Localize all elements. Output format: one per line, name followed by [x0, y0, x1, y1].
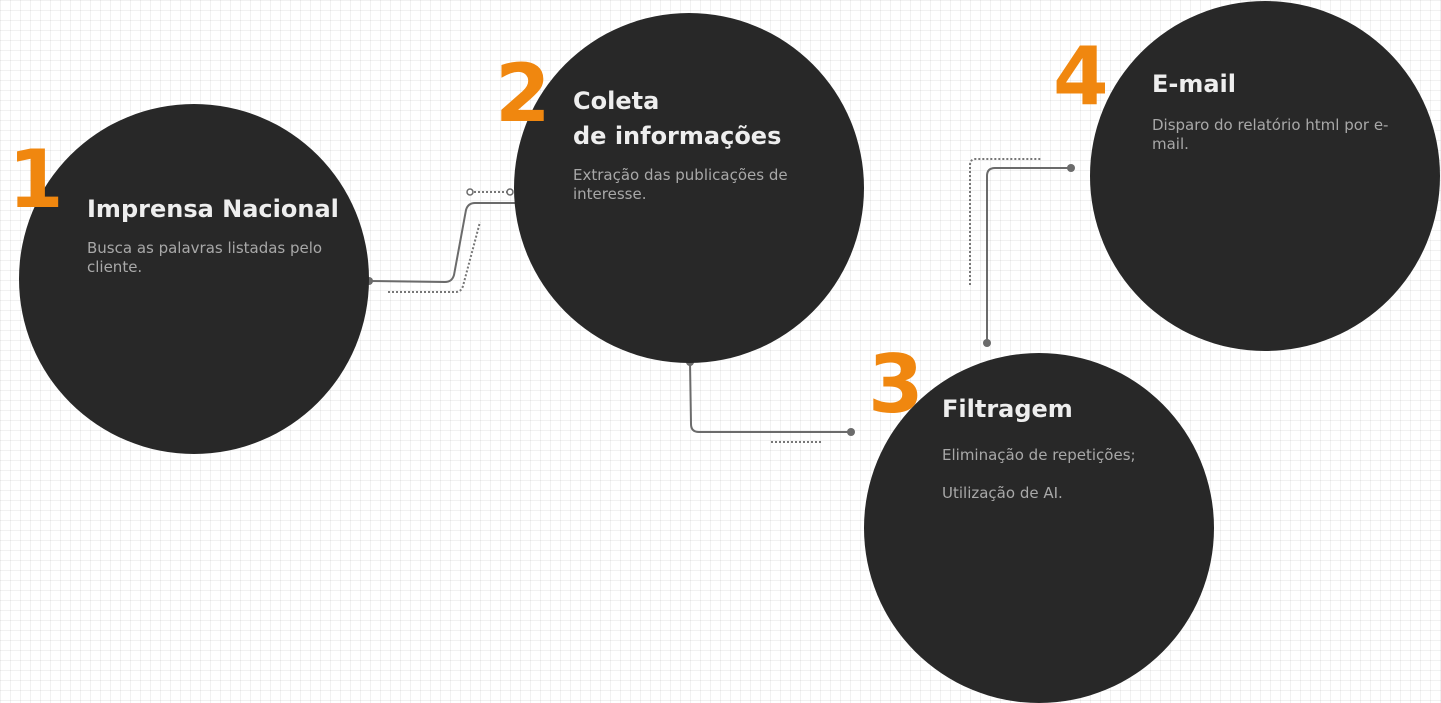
connector-ring-right: [506, 188, 514, 196]
step-2-circle: [514, 13, 864, 363]
step-1-description: Busca as palavras listadas pelo cliente.: [87, 239, 323, 276]
connector-3-to-4-dotted: [969, 158, 1042, 285]
step-3-circle: [864, 353, 1214, 703]
step-3-number: 3: [868, 338, 924, 431]
step-3-description-line1: Eliminação de repetições;: [942, 446, 1136, 464]
step-2-title-line2: de informações: [573, 122, 782, 150]
step-1-number: 1: [8, 133, 64, 226]
step-4-circle: [1090, 1, 1440, 351]
step-2-title-line1: Coleta: [573, 87, 660, 115]
step-1-circle: [19, 104, 369, 454]
step-4-number: 4: [1053, 30, 1109, 123]
step-4-description: Disparo do relatório html por e-mail.: [1152, 116, 1389, 153]
step-4-title: E-mail: [1152, 70, 1237, 98]
connector-2-to-3: [689, 361, 851, 433]
step-1-title: Imprensa Nacional: [87, 195, 339, 223]
step-3-title: Filtragem: [942, 395, 1073, 423]
connector-1-to-2-dotted: [388, 221, 481, 293]
connector-dot-3-end: [1067, 164, 1075, 172]
connector-3-to-4: [986, 167, 1071, 343]
connector-dot-2-end: [847, 428, 855, 436]
step-2-description: Extração das publicações de interesse.: [573, 166, 788, 203]
connector-1-to-2: [368, 202, 521, 284]
connector-ring-left: [466, 188, 474, 196]
step-3-description-line2: Utilização de AI.: [942, 484, 1063, 502]
connector-dot-3-start: [983, 339, 991, 347]
step-2-number: 2: [495, 47, 551, 140]
